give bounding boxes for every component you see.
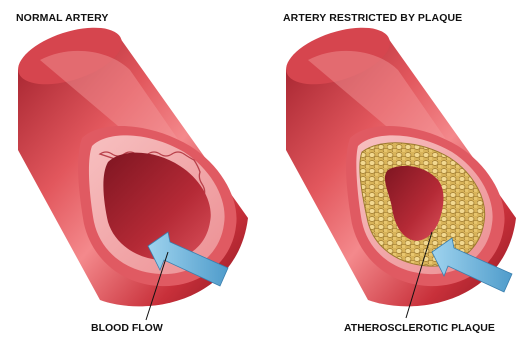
blood-flow-label: BLOOD FLOW bbox=[91, 322, 163, 334]
atherosclerotic-plaque-label: ATHEROSCLEROTIC PLAQUE bbox=[344, 322, 495, 334]
normal-artery-title: NORMAL ARTERY bbox=[16, 12, 109, 24]
restricted-artery-title: ARTERY RESTRICTED BY PLAQUE bbox=[283, 12, 462, 24]
